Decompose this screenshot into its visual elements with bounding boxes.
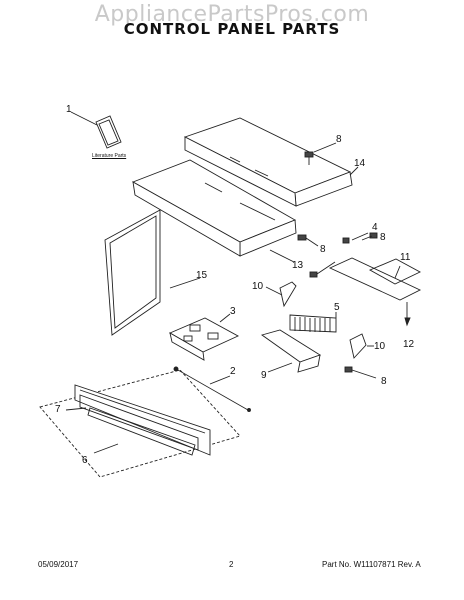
front-trim: [39, 369, 241, 478]
callout-15: 15: [196, 270, 208, 281]
callout-8: 8: [320, 244, 326, 255]
callout-10: 10: [374, 341, 386, 352]
clip-left: [265, 281, 297, 308]
footer-part-no: Part No. W11107871 Rev. A: [322, 560, 421, 569]
callout-10: 10: [252, 281, 264, 292]
callout-9: 9: [261, 370, 267, 381]
footer-date: 05/09/2017: [38, 560, 79, 569]
callout-1: 1: [66, 104, 72, 115]
literature-label: Literature Parts: [92, 153, 127, 159]
callout-7: 7: [55, 404, 61, 415]
callout-11: 11: [400, 252, 411, 263]
callout-12: 12: [403, 339, 415, 350]
callout-6: 6: [82, 455, 88, 466]
callout-14: 14: [354, 158, 366, 169]
rear-panel: [104, 209, 201, 336]
callout-5: 5: [334, 302, 340, 313]
callout-3: 3: [230, 306, 236, 317]
callout-8: 8: [380, 232, 386, 243]
page-title: CONTROL PANEL PARTS: [123, 20, 341, 38]
control-board: [168, 313, 240, 361]
shield-bracket: [260, 329, 322, 373]
footer-page: 2: [229, 560, 234, 569]
bracket-rail: [309, 257, 422, 327]
callout-4: 4: [372, 222, 378, 233]
control-console-lower: [131, 159, 297, 263]
literature-part: [70, 111, 122, 149]
wire-rod: [173, 366, 251, 412]
callout-13: 13: [292, 260, 304, 271]
callout-2: 2: [230, 366, 236, 377]
callout-8: 8: [336, 134, 342, 145]
watermark: AppliancePartsPros.com: [94, 2, 370, 27]
screws: [297, 142, 378, 379]
fan-element: [289, 312, 337, 333]
control-console-upper: [183, 117, 359, 207]
callout-8: 8: [381, 376, 387, 387]
clip-right: [349, 333, 374, 359]
